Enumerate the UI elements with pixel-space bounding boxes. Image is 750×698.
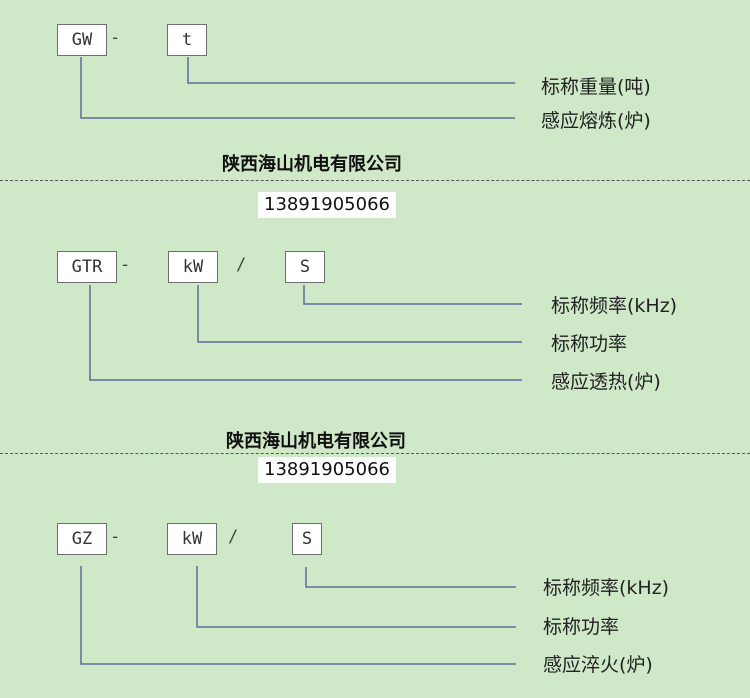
separator-dash: - — [120, 255, 131, 275]
code-box-gtr: GTR — [57, 251, 117, 283]
separator-slash: / — [228, 527, 239, 547]
label-induction-quenching: 感应淬火(炉) — [543, 654, 653, 676]
separator-dash: - — [110, 527, 121, 547]
connector-s3-s — [305, 567, 516, 588]
connector-s2-gtr — [89, 285, 522, 381]
label-rated-power: 标称功率 — [551, 333, 628, 355]
company-name: 陕西海山机电有限公司 — [226, 431, 406, 452]
label-rated-frequency: 标称频率(kHz) — [551, 295, 678, 317]
connector-s2-kw — [197, 285, 522, 343]
separator-slash: / — [236, 255, 247, 275]
code-box-s: S — [292, 523, 322, 555]
phone-number: 13891905066 — [258, 192, 396, 218]
connector-s1-t — [187, 57, 515, 84]
label-rated-weight: 标称重量(吨) — [541, 76, 651, 98]
connector-s2-s — [303, 285, 522, 305]
divider — [0, 453, 750, 454]
phone-number: 13891905066 — [258, 457, 396, 483]
code-box-gw: GW — [57, 24, 107, 56]
company-name: 陕西海山机电有限公司 — [222, 154, 402, 175]
label-induction-melting: 感应熔炼(炉) — [541, 110, 651, 132]
code-box-t: t — [167, 24, 207, 56]
label-induction-heating: 感应透热(炉) — [551, 371, 661, 393]
separator-dash: - — [110, 28, 121, 48]
code-box-s: S — [285, 251, 325, 283]
code-box-kw: kW — [168, 251, 218, 283]
connector-s1-gw — [80, 57, 515, 119]
label-rated-power: 标称功率 — [543, 616, 620, 638]
code-box-gz: GZ — [57, 523, 107, 555]
code-box-kw: kW — [167, 523, 217, 555]
divider — [0, 180, 750, 181]
connector-s3-kw — [196, 566, 516, 628]
connector-s3-gz — [80, 566, 516, 665]
label-rated-frequency: 标称频率(kHz) — [543, 577, 670, 599]
